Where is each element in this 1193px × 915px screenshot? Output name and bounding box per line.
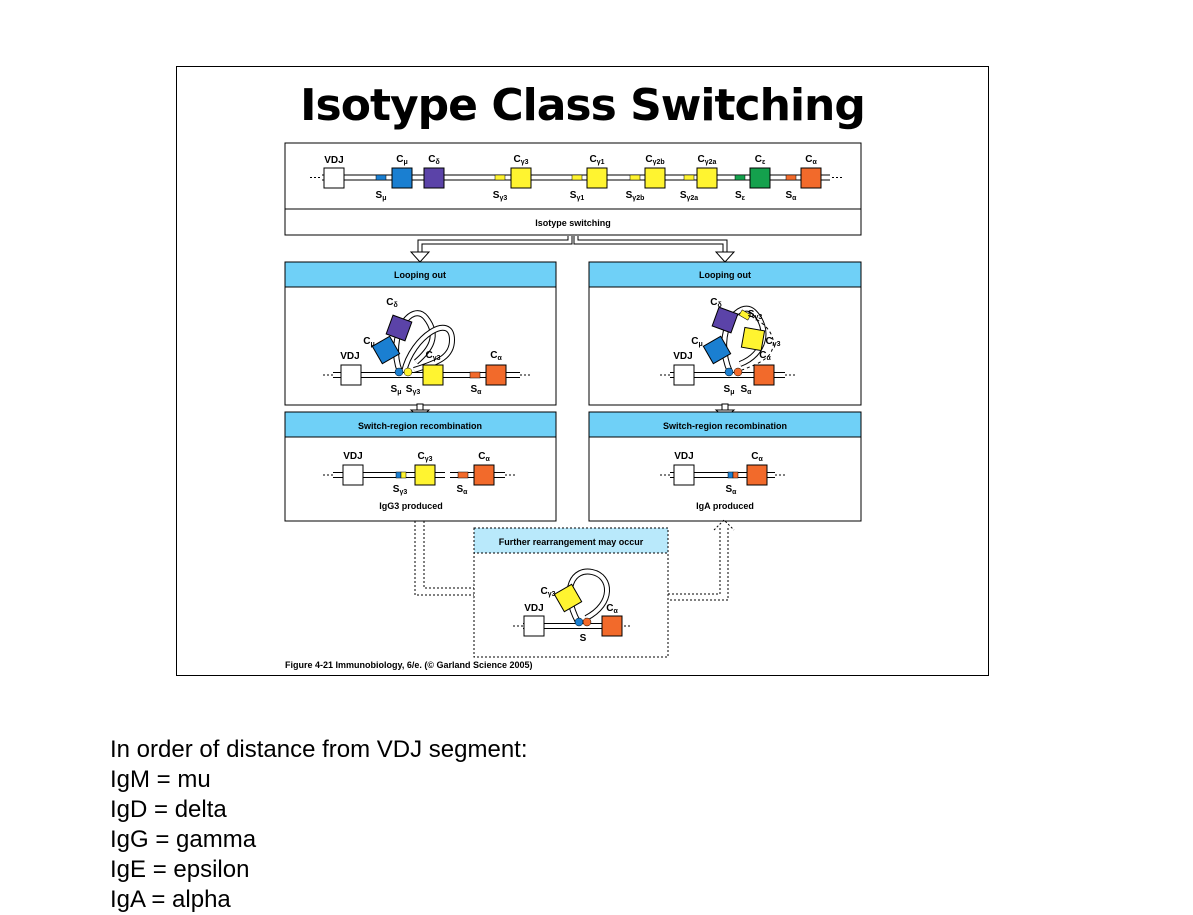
c-mu-segment (391, 167, 413, 189)
c-label: Cε (755, 154, 766, 166)
notes-line: IgE = epsilon (110, 856, 250, 883)
left-recombination-panel: Switch-region recombination VDJ Cγ3 CαSγ3… (284, 411, 557, 522)
c-label: Cδ (428, 154, 439, 166)
further-vdj-label: VDJ (524, 603, 543, 614)
c-label: Cα (759, 350, 771, 362)
c-label: Cμ (396, 154, 408, 166)
s-label: Sγ3 (393, 484, 408, 496)
c-label: Cγ3 (513, 154, 528, 166)
notes-line: IgG = gamma (110, 826, 257, 853)
s-gamma3-region (494, 174, 506, 181)
c-label: Cγ2b (645, 154, 664, 166)
left-vdj-label: VDJ (340, 351, 359, 362)
further-s-label: S (580, 633, 587, 644)
s-label: Sγ2b (626, 190, 645, 202)
c-label: Cγ3 (540, 586, 555, 598)
igg3-produced-label: IgG3 produced (379, 501, 443, 511)
right-recomb-vdj-label: VDJ (674, 451, 693, 462)
c-epsilon-segment (749, 167, 771, 189)
c-label: Cα (751, 451, 763, 463)
c-gamma2b-segment (644, 167, 666, 189)
germline-panel: VDJ Cμ Cδ Cγ3 Cγ1 Cγ2b Cγ2a Cε Cα Sμ Sγ3 Sγ1 Sγ2b S… (284, 142, 862, 236)
slide-title: Isotype Class Switching (300, 80, 866, 131)
c-label: Cγ2a (698, 154, 717, 166)
vdj-segment (323, 167, 345, 189)
further-header: Further rearrangement may occur (499, 537, 644, 547)
s-label: Sα (741, 384, 753, 396)
s-label: Sγ1 (570, 190, 585, 202)
notes-line: IgD = delta (110, 796, 227, 823)
notes-line: IgA = alpha (110, 886, 231, 913)
c-label: Cα (490, 350, 502, 362)
s-label: Sγ2a (680, 190, 698, 202)
s-mu-region (375, 174, 387, 181)
s-epsilon-region (734, 174, 746, 181)
further-rearrangement-panel: Further rearrangement may occur VDJ S Cγ… (473, 527, 669, 658)
s-label: Sα (726, 484, 738, 496)
c-label: Cα (606, 603, 618, 615)
left-recomb-header: Switch-region recombination (358, 421, 482, 431)
s-label: Sα (457, 484, 469, 496)
s-label: Sγ3 (493, 190, 508, 202)
left-recomb-vdj-label: VDJ (343, 451, 362, 462)
notes: In order of distance from VDJ segment: I… (110, 735, 528, 915)
s-label: Sμ (376, 190, 387, 202)
c-gamma2a-segment (696, 167, 718, 189)
s-label: Sα (786, 190, 798, 202)
notes-line: IgM = mu (110, 766, 211, 793)
s-alpha-region (785, 174, 797, 181)
s-gamma1-region (571, 174, 583, 181)
c-label: Cμ (363, 336, 375, 348)
s-label: Sα (471, 384, 483, 396)
c-label: Cα (478, 451, 490, 463)
c-label: Cγ3 (765, 336, 780, 348)
c-gamma1-segment (586, 167, 608, 189)
s-gamma2a-region (683, 174, 695, 181)
s-label: Sγ3 (406, 384, 421, 396)
s-label: Sγ3 (748, 309, 763, 321)
s-label: Sμ (391, 384, 402, 396)
c-alpha-segment (800, 167, 822, 189)
figure-caption: Figure 4-21 Immunobiology, 6/e. (© Garla… (285, 660, 533, 670)
s-gamma2b-region (629, 174, 641, 181)
c-label: Cδ (710, 297, 721, 309)
c-label: Cα (805, 154, 817, 166)
c-delta-segment (423, 167, 445, 189)
c-label: Cμ (691, 336, 703, 348)
c-gamma3-segment (510, 167, 532, 189)
right-loop-header: Looping out (699, 270, 751, 280)
notes-line: In order of distance from VDJ segment: (110, 736, 528, 763)
dotted-connectors (414, 519, 735, 601)
c-label: Cγ1 (589, 154, 604, 166)
s-label: Sε (735, 190, 746, 202)
right-recomb-header: Switch-region recombination (663, 421, 787, 431)
iga-produced-label: IgA produced (696, 501, 754, 511)
right-vdj-label: VDJ (673, 351, 692, 362)
left-loop-header: Looping out (394, 270, 446, 280)
isotype-switching-label: Isotype switching (535, 218, 611, 228)
branch-arrows (409, 236, 736, 263)
vdj-label: VDJ (324, 155, 343, 166)
s-label: Sμ (724, 384, 735, 396)
c-label: Cγ3 (417, 451, 432, 463)
c-label: Cδ (386, 297, 397, 309)
c-label: Cγ3 (425, 350, 440, 362)
